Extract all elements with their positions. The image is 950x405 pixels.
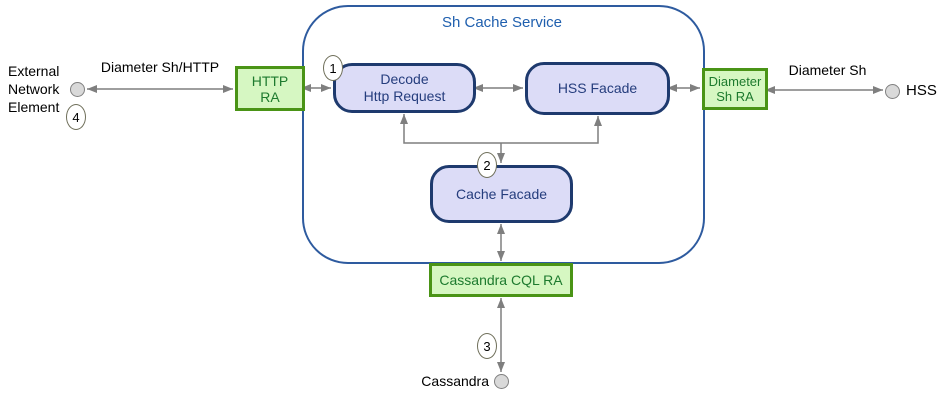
diameter-sh-link-label: Diameter Sh <box>788 62 867 78</box>
step-badge-3: 3 <box>477 333 497 359</box>
hss-facade-label: HSS Facade <box>557 80 638 96</box>
http-ra-label-line2: RA <box>260 88 280 105</box>
cassandra-port-icon <box>494 374 509 389</box>
container-title: Sh Cache Service <box>441 14 563 31</box>
step-badge-1: 1 <box>323 55 343 81</box>
cassandra-cql-ra-label: Cassandra CQL RA <box>439 272 563 288</box>
hss-facade-box[interactable]: HSS Facade <box>525 62 670 115</box>
diameter-sh-ra-box[interactable]: Diameter Sh RA <box>702 68 768 110</box>
external-network-element-port-icon <box>70 82 85 97</box>
sh-cache-service-container <box>302 5 705 264</box>
http-ra-label-line1: HTTP <box>251 72 289 89</box>
cassandra-label: Cassandra <box>421 373 489 389</box>
cache-facade-label: Cache Facade <box>455 185 548 202</box>
diameter-sh-http-link-label: Diameter Sh/HTTP <box>100 59 220 75</box>
ene-label-line3: Element <box>8 99 60 115</box>
hss-port-icon <box>885 84 900 99</box>
decode-label-line1: Decode <box>380 71 429 87</box>
decode-label-line2: Http Request <box>363 88 446 104</box>
decode-http-request-box[interactable]: Decode Http Request <box>333 63 476 113</box>
cache-facade-box[interactable]: Cache Facade <box>430 165 573 223</box>
hss-label: HSS <box>906 82 937 99</box>
step-badge-4-text: 4 <box>72 109 80 125</box>
ene-label-line1: External <box>8 63 60 79</box>
ene-label-line2: Network <box>8 81 60 97</box>
external-network-element-label: External Network Element <box>8 62 59 116</box>
step-badge-1-text: 1 <box>329 60 337 76</box>
http-ra-box[interactable]: HTTP RA <box>235 66 305 111</box>
step-badge-4: 4 <box>66 104 86 130</box>
step-badge-3-text: 3 <box>483 338 491 354</box>
diameter-sh-ra-label-line1: Diameter <box>708 74 762 89</box>
cassandra-cql-ra-box[interactable]: Cassandra CQL RA <box>429 263 573 297</box>
step-badge-2-text: 2 <box>483 157 491 173</box>
diameter-sh-ra-label-line2: Sh RA <box>716 89 754 104</box>
step-badge-2: 2 <box>477 152 497 178</box>
